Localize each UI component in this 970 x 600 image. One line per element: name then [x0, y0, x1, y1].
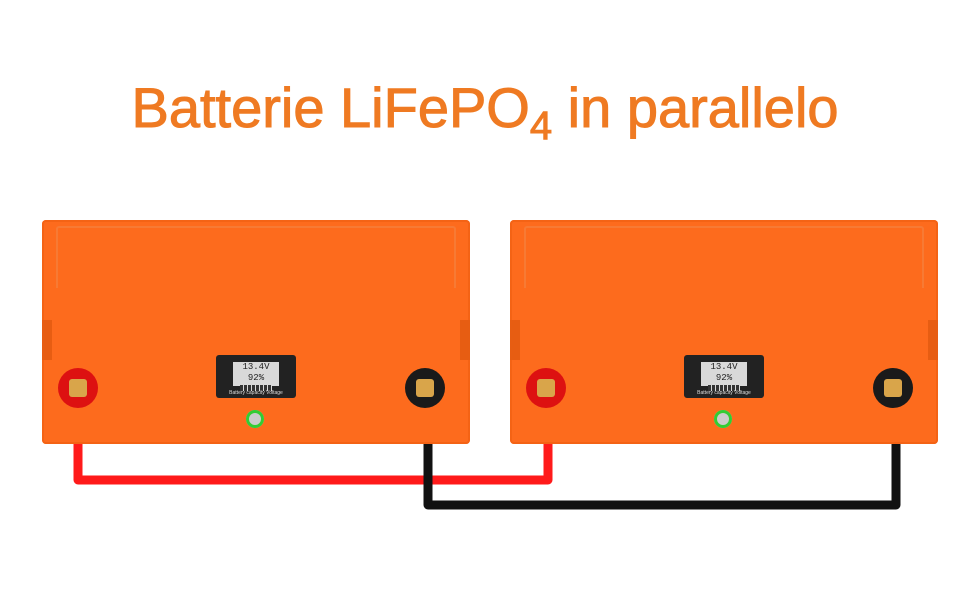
page-title: Batterie LiFePO4 in parallelo: [0, 75, 970, 149]
title-text: Batterie LiFePO: [131, 76, 530, 140]
power-button[interactable]: [714, 410, 732, 428]
battery-2: 13.4V 92% Battery capacity Voltage: [510, 220, 938, 444]
percent-readout: 92%: [715, 373, 733, 383]
title-subscript: 4: [529, 104, 553, 149]
battery-1: 13.4V 92% Battery capacity Voltage: [42, 220, 470, 444]
battery-display: 13.4V 92% Battery capacity Voltage: [216, 355, 296, 398]
display-label: Battery capacity Voltage: [229, 390, 283, 396]
title-rest: in parallelo: [552, 76, 839, 140]
negative-terminal: [405, 368, 445, 408]
negative-cable: [423, 405, 901, 510]
negative-terminal: [873, 368, 913, 408]
voltage-readout: 13.4V: [242, 362, 270, 372]
capacity-bars: [240, 385, 272, 391]
display-label: Battery capacity Voltage: [697, 390, 751, 396]
positive-terminal: [58, 368, 98, 408]
battery-display: 13.4V 92% Battery capacity Voltage: [684, 355, 764, 398]
capacity-bars: [708, 385, 740, 391]
voltage-readout: 13.4V: [710, 362, 738, 372]
positive-terminal: [526, 368, 566, 408]
power-button[interactable]: [246, 410, 264, 428]
percent-readout: 92%: [247, 373, 265, 383]
